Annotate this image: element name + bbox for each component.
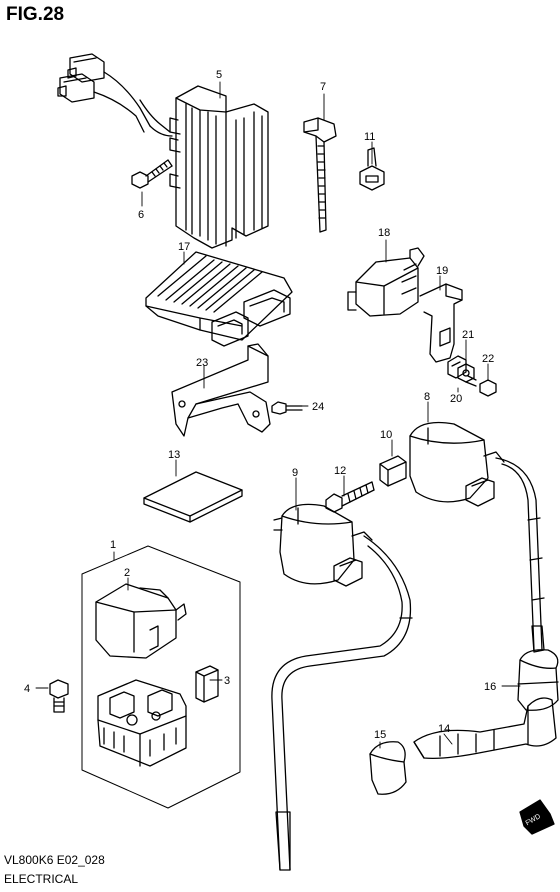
- hose-14[interactable]: [413, 697, 557, 760]
- callout-11: 11: [364, 131, 375, 143]
- ecm-bracket[interactable]: [171, 343, 271, 437]
- callout-21: 21: [462, 329, 474, 341]
- relay-18[interactable]: [347, 247, 425, 317]
- plug-cap-16[interactable]: [517, 649, 559, 711]
- clamp[interactable]: [359, 147, 385, 191]
- screw-24[interactable]: [271, 401, 303, 415]
- bracket-19[interactable]: [419, 283, 463, 363]
- callout-1: 1: [110, 539, 116, 551]
- callout-14: 14: [438, 723, 450, 735]
- callout-12: 12: [334, 465, 346, 477]
- callout-20: 20: [450, 393, 462, 405]
- pad-13[interactable]: [143, 471, 243, 523]
- callout-15: 15: [374, 729, 386, 741]
- bolt-22[interactable]: [465, 375, 497, 397]
- callout-2: 2: [124, 567, 130, 579]
- fuse-box-assembly[interactable]: [81, 545, 241, 809]
- spacer-10[interactable]: [379, 455, 407, 487]
- callout-8: 8: [424, 391, 430, 403]
- regulator-rectifier[interactable]: [57, 53, 269, 249]
- ignition-coil-9[interactable]: [271, 503, 413, 871]
- bolt-6[interactable]: [131, 159, 173, 189]
- drawing-code: VL800K6 E02_028: [4, 853, 105, 867]
- engine-control-module[interactable]: [145, 251, 293, 347]
- callout-9: 9: [292, 467, 298, 479]
- section-name: ELECTRICAL: [4, 872, 79, 886]
- callout-24: 24: [312, 401, 324, 413]
- grommet-20[interactable]: [447, 355, 467, 379]
- callout-13: 13: [168, 449, 180, 461]
- callout-5: 5: [216, 69, 222, 81]
- callout-labels: 5 6 7 11 17 18 19 21 20 22 23 24 13 1 2 …: [24, 69, 496, 741]
- callout-7: 7: [320, 81, 326, 93]
- callout-16: 16: [484, 681, 496, 693]
- bolt-12[interactable]: [325, 481, 375, 513]
- leader-lines: [35, 81, 521, 749]
- bolt-4[interactable]: [49, 679, 69, 713]
- figure-title: FIG.28: [6, 4, 65, 25]
- ring-15[interactable]: [369, 741, 407, 795]
- callout-6: 6: [138, 209, 144, 221]
- ignition-coil-8[interactable]: [409, 421, 545, 653]
- callout-18: 18: [378, 227, 390, 239]
- callout-19: 19: [436, 265, 448, 277]
- callout-17: 17: [178, 241, 190, 253]
- callout-23: 23: [196, 357, 208, 369]
- callout-10: 10: [380, 429, 392, 441]
- cable-tie[interactable]: [303, 117, 337, 233]
- callout-22: 22: [482, 353, 494, 365]
- fwd-direction-tag: FWD: [519, 799, 555, 835]
- callout-4: 4: [24, 683, 30, 695]
- callout-3: 3: [224, 675, 230, 687]
